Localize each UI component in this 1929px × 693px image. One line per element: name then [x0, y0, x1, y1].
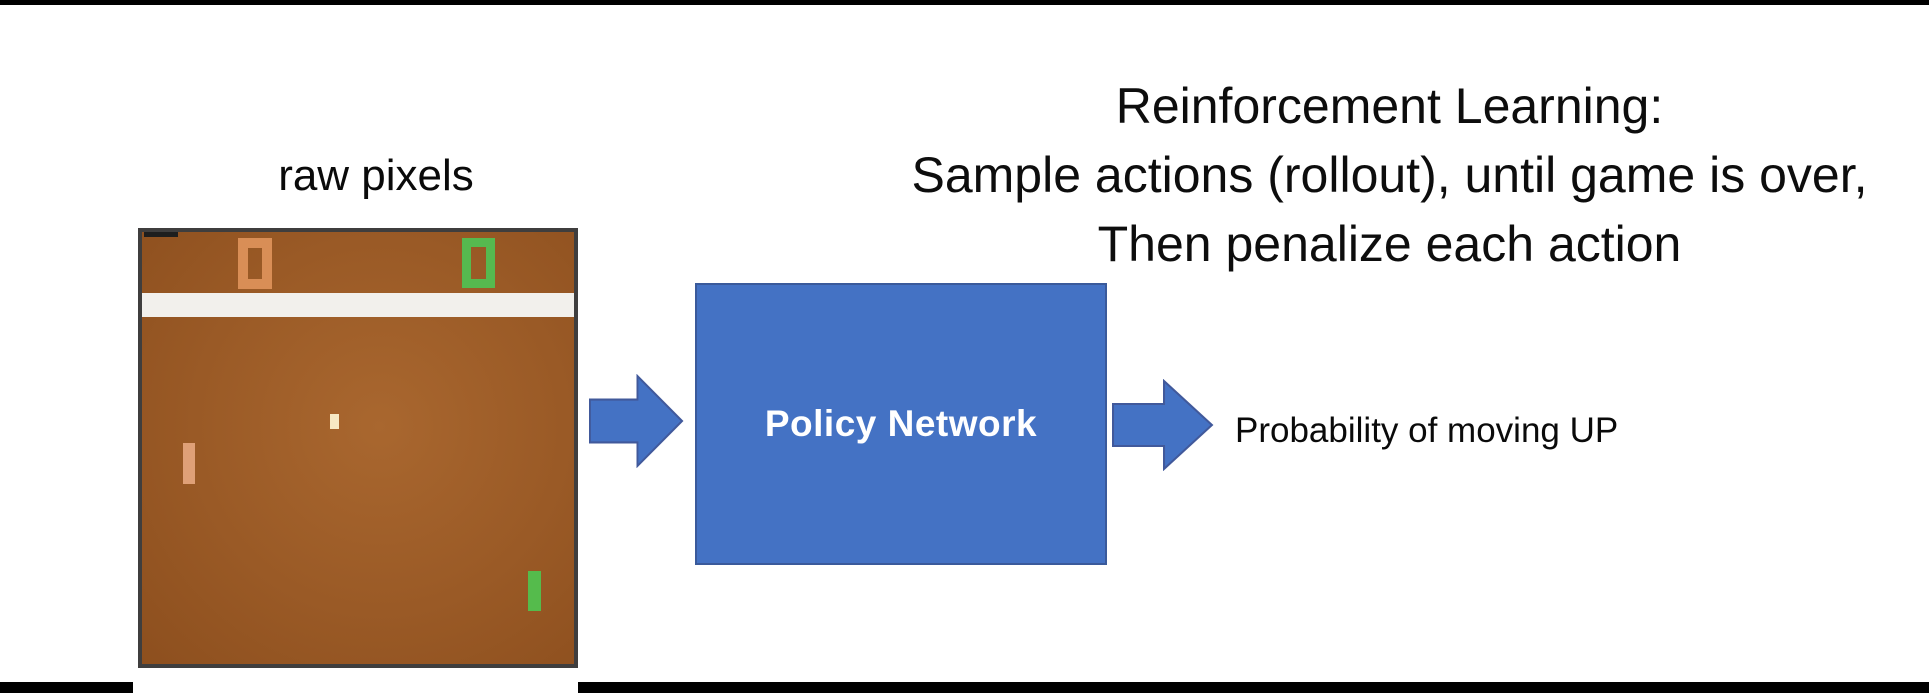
bottom-black-bar-right: [578, 682, 1929, 693]
left-paddle: [183, 443, 195, 484]
title-line-2: Sample actions (rollout), until game is …: [911, 147, 1868, 203]
left-score-digit: [238, 238, 272, 289]
top-black-bar: [0, 0, 1929, 5]
title-line-3: Then penalize each action: [1097, 216, 1682, 272]
right-paddle: [528, 571, 541, 611]
policy-network-label: Policy Network: [764, 403, 1038, 444]
raw-pixels-label: raw pixels: [278, 151, 474, 200]
probability-label: Probability of moving UP: [1235, 411, 1619, 450]
title-block: Reinforcement Learning: Sample actions (…: [850, 72, 1929, 279]
screen-corner-tick: [144, 232, 178, 237]
policy-network-box: Policy Network: [695, 283, 1107, 565]
pong-screenshot: [138, 228, 578, 668]
pong-ball: [330, 414, 339, 429]
white-divider-band: [142, 293, 574, 317]
right-score-digit: [462, 238, 495, 288]
input-arrow-icon: [589, 374, 684, 468]
title-line-1: Reinforcement Learning:: [1115, 78, 1664, 134]
bottom-black-bar-left: [0, 682, 133, 693]
output-arrow-icon: [1112, 379, 1214, 471]
